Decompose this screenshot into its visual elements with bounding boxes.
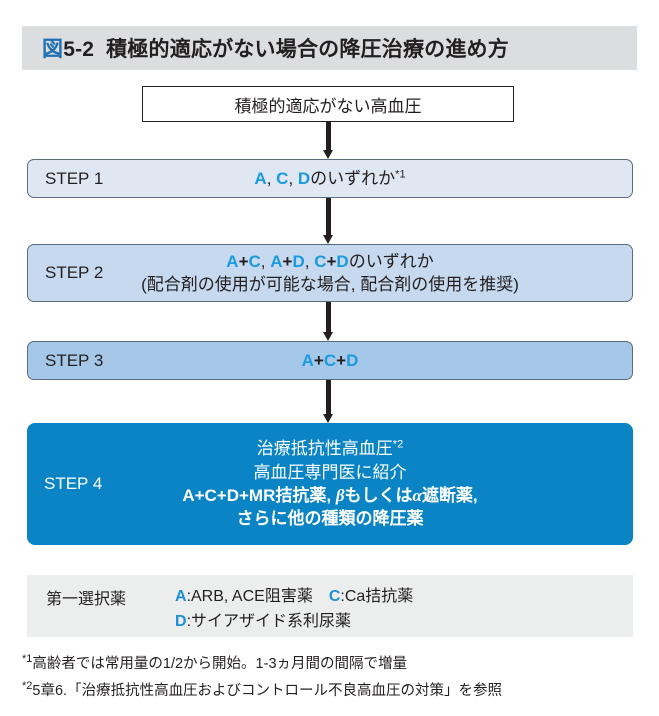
drug-code-c: C [248,251,261,271]
footnote-ref-1: *1 [395,168,406,181]
arrow-down-icon-4 [323,380,334,423]
legend-title: 第一選択薬 [46,591,127,608]
flow-node-step-3: STEP 3 A+C+D [27,341,633,380]
step-4-label: STEP 4 [44,474,103,493]
flow-node-step-2: STEP 2 A+C, A+D, C+Dのいずれか (配合剤の使用が可能な場合,… [27,244,633,302]
sep: , [288,168,298,188]
arrow-stem [326,122,331,150]
arrow-down-icon-3 [323,302,334,341]
plus-sign: + [326,251,337,271]
step-2-suffix: のいずれか [348,251,434,271]
arrow-head [323,235,333,244]
flow-node-step-1: STEP 1 A, C, Dのいずれか*1 [27,159,633,198]
step-4-combo-text: A+C+D+MR拮抗薬, [182,486,336,505]
alpha-symbol: α [412,486,422,505]
arrow-head [323,150,333,159]
plus-sign: + [313,350,324,370]
plus-sign: + [238,251,249,271]
figure-number-prefix: 図 [42,38,64,61]
arrow-down-icon-1 [323,122,334,159]
drug-code-d: D [292,251,305,271]
step-1-line-1: A, C, Dのいずれか*1 [28,167,632,190]
footnote-1: *1高齢者では常用量の1/2から開始。1-3ヵ月間の間隔で増量 [22,650,647,677]
step-4-line-1: 治療抵抗性高血圧*2 [27,437,633,460]
sep: , [266,168,277,188]
step-4-line-3: A+C+D+MR拮抗薬, βもしくはα遮断薬, [27,484,633,507]
arrow-head [323,332,333,341]
plus-sign: + [336,350,347,370]
step-2-label: STEP 2 [45,263,104,282]
footnote-2-mark: *2 [22,679,33,692]
legend-d-desc: :サイアザイド系利尿薬 [186,612,352,630]
step-4-conj: もしくは [344,486,413,505]
legend-row-2: D:サイアザイド系利尿薬 [175,610,413,635]
footnote-2-text: 5章6.「治療抵抗性高血圧およびコントロール不良高血圧の対策」を参照 [32,682,503,699]
step-3-line-1: A+C+D [28,349,632,372]
beta-symbol: β [335,486,345,505]
drug-code-a: A [226,251,239,271]
page-title: 図5-2 積極的適応がない場合の降圧治療の進め方 [22,33,509,63]
sep: , [304,251,315,271]
drug-code-d: D [175,612,187,630]
drug-code-c: C [314,251,327,271]
drug-code-a: A [254,168,267,188]
legend-row-1: A:ARB, ACE阻害薬 C:Ca拮抗薬 [175,585,413,610]
arrow-stem [326,198,331,235]
figure-number-value: 5-2 [63,38,95,61]
drug-code-a: A [270,251,283,271]
arrow-stem [326,380,331,414]
legend-entries: A:ARB, ACE阻害薬 C:Ca拮抗薬 D:サイアザイド系利尿薬 [175,585,413,635]
footnote-1-mark: *1 [22,653,33,665]
drug-code-a: A [175,588,187,605]
step-1-content: A, C, Dのいずれか*1 [28,167,632,190]
legend-a-desc: :ARB, ACE阻害薬 [186,588,313,605]
arrow-stem [326,302,331,332]
step-3-label: STEP 3 [45,350,104,370]
drug-code-d: D [336,251,349,271]
footnote-2: *25章6.「治療抵抗性高血圧およびコントロール不良高血圧の対策」を参照 [22,677,647,704]
step-2-line-1: A+C, A+D, C+Dのいずれか [28,250,632,273]
drug-code-c: C [276,168,289,188]
flow-node-top-label: 積極的適応がない高血圧 [234,96,422,116]
step-3-content: A+C+D [28,349,632,372]
step-4-line-1-text: 治療抵抗性高血圧 [256,439,393,459]
footnote-ref-2: *2 [392,438,404,451]
footnote-1-text: 高齢者では常用量の1/2から開始。1-3ヵ月間の間隔で増量 [32,655,408,672]
step-4-blocker-text: 遮断薬, [421,486,478,505]
drug-code-d: D [346,350,359,370]
sep: , [260,251,271,271]
legend-c-desc: :Ca拮抗薬 [340,588,414,605]
plus-sign: + [282,251,293,271]
flow-node-top: 積極的適応がない高血圧 [142,86,514,122]
step-4-line-4: さらに他の種類の降圧薬 [236,509,424,529]
step-4-content: 治療抵抗性高血圧*2 高血圧専門医に紹介 A+C+D+MR拮抗薬, βもしくはα… [27,437,633,531]
step-1-suffix: のいずれか [310,168,396,188]
step-2-content: A+C, A+D, C+Dのいずれか (配合剤の使用が可能な場合, 配合剤の使用… [28,250,632,297]
arrow-down-icon-2 [323,198,334,244]
figure-number: 図5-2 [42,38,94,61]
step-2-line-2: (配合剤の使用が可能な場合, 配合剤の使用を推奨) [141,275,519,294]
figure-title-text: 積極的適応がない場合の降圧治療の進め方 [106,38,509,61]
figure-title-bar: 図5-2 積極的適応がない場合の降圧治療の進め方 [22,26,637,70]
legend-panel: 第一選択薬 A:ARB, ACE阻害薬 C:Ca拮抗薬 D:サイアザイド系利尿薬 [27,575,633,637]
drug-code-d: D [297,168,311,188]
drug-code-c: C [328,588,341,605]
step-1-label: STEP 1 [45,168,104,188]
drug-code-c: C [323,350,337,370]
flow-node-step-4: STEP 4 治療抵抗性高血圧*2 高血圧専門医に紹介 A+C+D+MR拮抗薬,… [27,423,633,545]
step-4-line-2: 高血圧専門医に紹介 [253,462,407,482]
arrow-head [323,414,333,423]
footnotes: *1高齢者では常用量の1/2から開始。1-3ヵ月間の間隔で増量 *25章6.「治… [22,650,647,704]
drug-code-a: A [301,350,314,370]
